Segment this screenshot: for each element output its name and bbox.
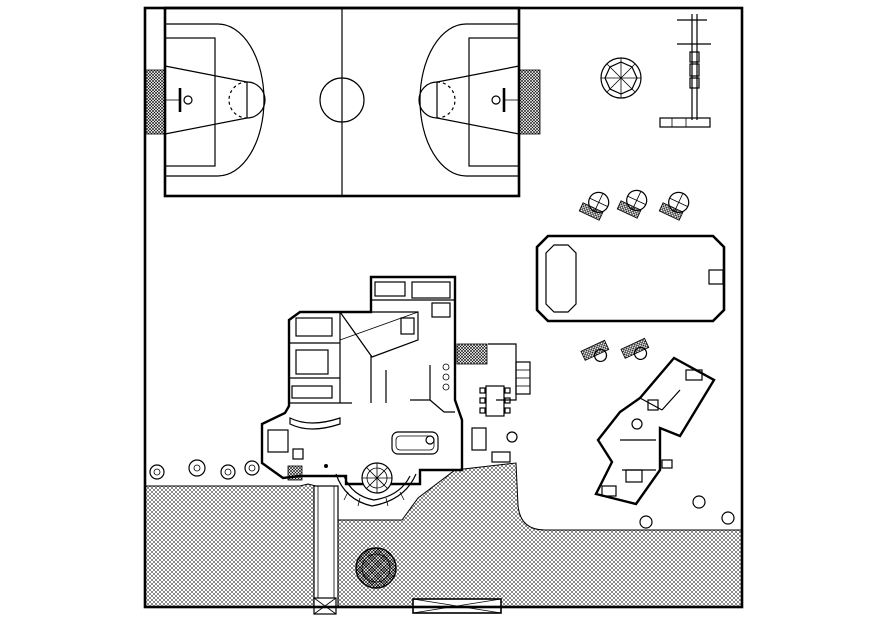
swimming-pool <box>535 234 726 323</box>
patio-umbrella <box>600 57 642 99</box>
hatched-paving <box>144 462 743 608</box>
swing-set <box>659 14 711 128</box>
driveway <box>313 485 339 615</box>
lounge-chairs <box>578 189 690 363</box>
guest-house <box>594 356 716 506</box>
main-house <box>260 275 531 507</box>
basketball-court <box>145 6 541 198</box>
trees <box>149 459 735 589</box>
